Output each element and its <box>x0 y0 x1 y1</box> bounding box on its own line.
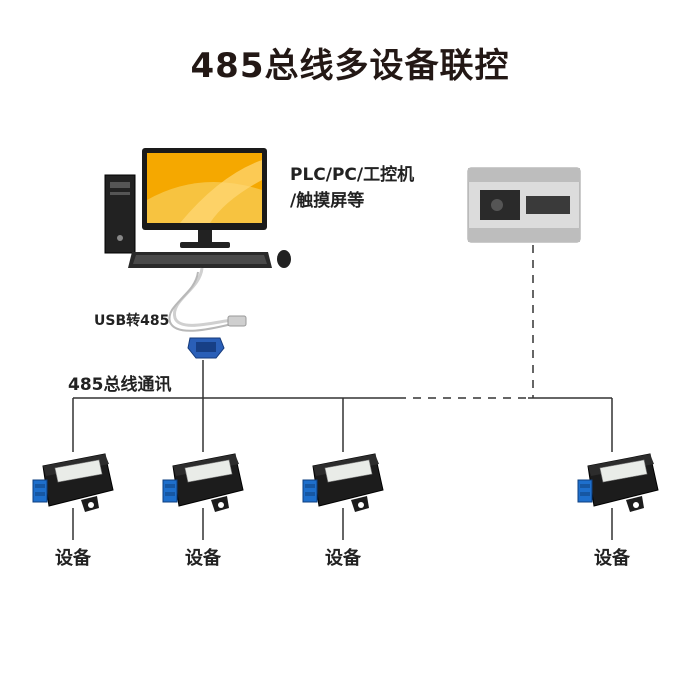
controller-label-line2: /触摸屏等 <box>290 191 365 211</box>
device-module-3-icon <box>302 453 384 513</box>
keyboard-icon <box>128 252 272 268</box>
bus-label: 485总线通讯 <box>68 375 172 395</box>
mouse-icon <box>277 250 291 268</box>
diagram-title: 485总线多设备联控 <box>190 46 510 86</box>
rs485-bus <box>72 245 613 540</box>
plc-icon <box>467 167 581 243</box>
device-label-2: 设备 <box>185 548 221 569</box>
adapter-label: USB转485 <box>94 313 170 329</box>
device-module-4-icon <box>577 453 659 513</box>
device-label-4: 设备 <box>594 548 630 569</box>
monitor-icon <box>142 148 267 248</box>
device-label-3: 设备 <box>325 548 361 569</box>
usb-485-adapter-icon <box>168 267 247 359</box>
pc-tower-icon <box>104 174 136 254</box>
controller-label-line1: PLC/PC/工控机 <box>290 165 415 185</box>
device-module-2-icon <box>162 453 244 513</box>
device-module-1-icon <box>32 453 114 513</box>
device-label-1: 设备 <box>55 548 91 569</box>
